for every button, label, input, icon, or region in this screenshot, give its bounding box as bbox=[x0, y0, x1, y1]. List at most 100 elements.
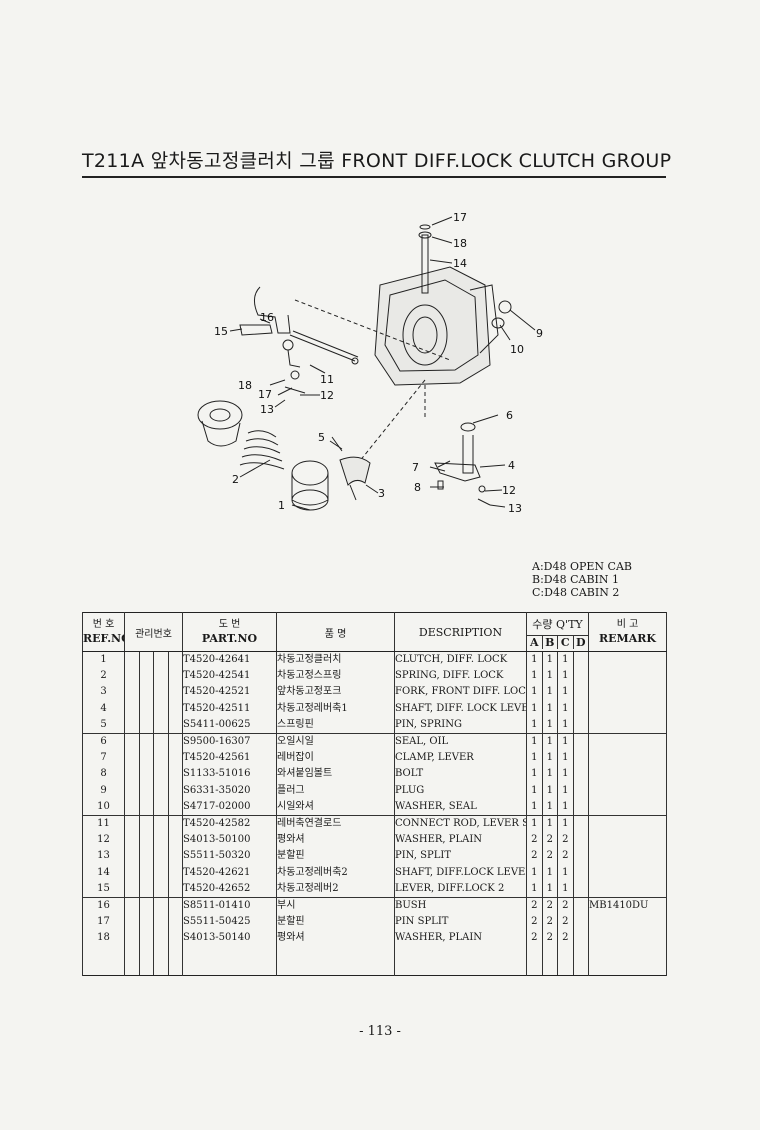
ref-no-cell: 16 bbox=[82, 897, 125, 915]
qty-d bbox=[572, 848, 588, 865]
korean-name-cell: 평와셔 bbox=[276, 930, 395, 947]
qty-a: 1 bbox=[531, 784, 538, 796]
qty-d bbox=[572, 668, 588, 685]
page-number: - 113 - bbox=[359, 1024, 401, 1039]
ref-no-cell: 13 bbox=[82, 848, 125, 865]
description-cell: SHAFT, DIFF.LOCK LEVER2 bbox=[394, 864, 527, 881]
qty-b: 1 bbox=[541, 668, 558, 685]
callout-17: 17 bbox=[453, 211, 467, 224]
mgmt-cell bbox=[124, 930, 183, 947]
callout-9: 9 bbox=[536, 327, 543, 340]
callout-7: 7 bbox=[412, 461, 419, 474]
model-b: B:D48 CABIN 1 bbox=[532, 573, 620, 586]
mgmt-cell bbox=[124, 880, 183, 898]
description-cell: CONNECT ROD, LEVER SHAFT bbox=[394, 815, 527, 833]
description-cell: LEVER, DIFF.LOCK 2 bbox=[394, 880, 527, 898]
callout-15: 15 bbox=[214, 325, 228, 338]
ref-no-cell: 5 bbox=[82, 716, 125, 734]
qty-d bbox=[572, 652, 588, 669]
remark-cell bbox=[588, 700, 667, 717]
callout-2: 2 bbox=[232, 473, 239, 486]
qty-a: 1 bbox=[531, 670, 538, 682]
mgmt-cell bbox=[124, 766, 183, 783]
description-cell: PLUG bbox=[394, 782, 527, 799]
qty-b: 2 bbox=[541, 914, 558, 931]
korean-name-cell: 스프링핀 bbox=[276, 716, 395, 734]
description-cell: PIN SPLIT bbox=[394, 914, 527, 931]
part-no-cell: T4520-42652 bbox=[182, 880, 277, 898]
ref-no-cell: 7 bbox=[82, 750, 125, 767]
korean-name-cell: 차동고정레버2 bbox=[276, 880, 395, 898]
header-remark-ko: 비 고 bbox=[616, 619, 639, 630]
description-cell: PIN, SPRING bbox=[394, 716, 527, 734]
header-ref: 번 호 REF.NO bbox=[82, 612, 125, 652]
qty-a: 1 bbox=[531, 752, 538, 764]
qty-b: 1 bbox=[541, 864, 558, 881]
mgmt-cell bbox=[124, 716, 183, 734]
header-part-ko: 도 번 bbox=[218, 619, 241, 630]
callout-16: 16 bbox=[260, 311, 274, 324]
header-qty-c: C bbox=[557, 635, 573, 649]
description-cell: FORK, FRONT DIFF. LOCK bbox=[394, 684, 527, 701]
model-c: C:D48 CABIN 2 bbox=[532, 586, 620, 599]
qty-d bbox=[572, 898, 588, 915]
qty-a: 1 bbox=[531, 768, 538, 780]
remark-cell bbox=[588, 930, 667, 947]
description-cell: PIN, SPLIT bbox=[394, 848, 527, 865]
qty-b: 1 bbox=[541, 750, 558, 767]
description-cell: WASHER, PLAIN bbox=[394, 832, 527, 849]
callout-1: 1 bbox=[278, 499, 285, 512]
callout-3: 3 bbox=[378, 487, 385, 500]
qty-d bbox=[572, 684, 588, 701]
mgmt-cell bbox=[124, 832, 183, 849]
remark-cell bbox=[588, 914, 667, 931]
ref-no-cell: 9 bbox=[82, 782, 125, 799]
callout-11: 11 bbox=[320, 373, 334, 386]
ref-no-cell: 17 bbox=[82, 914, 125, 931]
korean-name-cell: 부시 bbox=[276, 897, 395, 915]
mgmt-cell bbox=[124, 914, 183, 931]
description-cell: SHAFT, DIFF. LOCK LEVER bbox=[394, 700, 527, 717]
qty-c: 1 bbox=[557, 880, 573, 898]
header-qty-d: D bbox=[572, 635, 588, 649]
qty-c: 2 bbox=[557, 832, 573, 849]
callout-14: 14 bbox=[453, 257, 467, 270]
callout-6: 6 bbox=[506, 409, 513, 422]
callout-12b: 12 bbox=[502, 484, 516, 497]
mgmt-cell bbox=[124, 668, 183, 685]
description-cell: WASHER, PLAIN bbox=[394, 930, 527, 947]
qty-a: 1 bbox=[531, 718, 538, 730]
callout-18b: 18 bbox=[238, 379, 252, 392]
remark-cell bbox=[588, 716, 667, 734]
ref-no-cell: 2 bbox=[82, 668, 125, 685]
qty-c: 1 bbox=[557, 716, 573, 734]
qty-d bbox=[572, 798, 588, 816]
part-no-cell: S5411-00625 bbox=[182, 716, 277, 734]
ref-no-cell: 12 bbox=[82, 832, 125, 849]
parts-table: 번 호 REF.NO 관리번호 도 번 PART.NO 품 명 DESCRIPT… bbox=[82, 612, 667, 976]
mgmt-cell bbox=[124, 798, 183, 816]
callout-10: 10 bbox=[510, 343, 524, 356]
header-description: DESCRIPTION bbox=[394, 612, 527, 652]
qty-b: 1 bbox=[541, 652, 558, 669]
mgmt-cell bbox=[124, 700, 183, 717]
part-no-cell: S9500-16307 bbox=[182, 733, 277, 751]
remark-cell bbox=[588, 668, 667, 685]
korean-name-cell: 차동고정클러치 bbox=[276, 651, 395, 669]
qty-c: 2 bbox=[557, 898, 573, 915]
korean-name-cell: 오일시일 bbox=[276, 733, 395, 751]
part-no-cell: T4520-42541 bbox=[182, 668, 277, 685]
qty-c: 1 bbox=[557, 652, 573, 669]
